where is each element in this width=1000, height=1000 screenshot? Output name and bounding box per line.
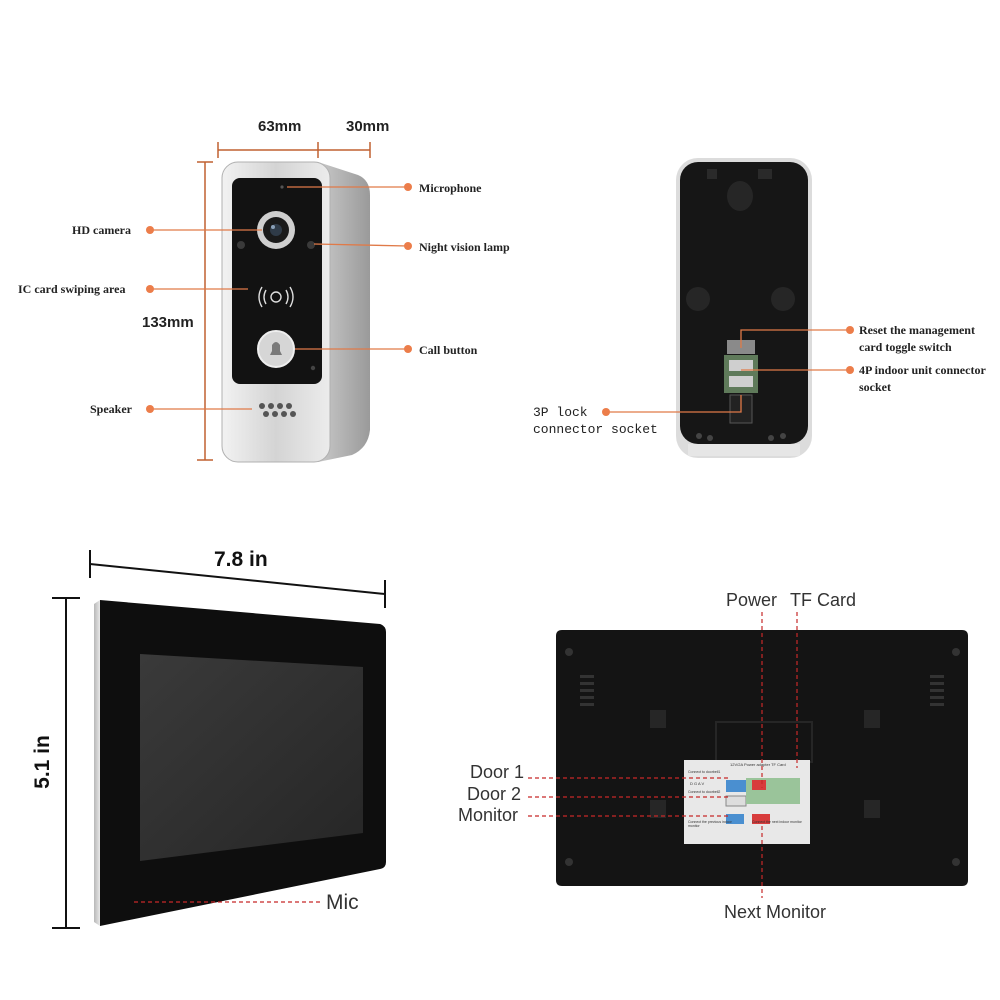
indicator-led-icon: [310, 365, 316, 371]
doorbell-height-label: 133mm: [142, 314, 194, 331]
rfid-icon: [258, 286, 294, 308]
mount-slot-icon: [864, 710, 880, 728]
microphone-hole-icon: [280, 185, 284, 189]
doorbell-back-unit: [602, 158, 854, 458]
monitor-back-housing: [556, 630, 968, 886]
monitor-height-label: 5.1 in: [31, 735, 54, 789]
call-button-label: Call button: [419, 343, 478, 357]
monitor-back-callout-lines: [528, 612, 798, 898]
lock-3p-label-line2: connector socket: [533, 422, 658, 437]
monitor-screen: [140, 654, 363, 861]
door1-label: Door 1: [470, 762, 525, 782]
mounting-hole-icon: [771, 287, 795, 311]
monitor-front-unit: [52, 550, 386, 929]
board-row1-text: Connect to doorbell1: [688, 770, 721, 774]
microphone-label: Microphone: [419, 181, 482, 195]
door2-label: Door 2: [467, 784, 522, 804]
vent-slots-icon: [580, 675, 944, 706]
doorbell-width-label: 63mm: [258, 118, 302, 135]
mount-slot-icon: [864, 800, 880, 818]
speaker-grille-icon: [259, 403, 296, 417]
reset-switch-label-line1: Reset the management: [859, 323, 975, 337]
board-bottom-right-text: Connect the next indoor monitor: [752, 820, 802, 824]
night-vision-led-icon: [237, 241, 245, 249]
mounting-hole-icon: [686, 287, 710, 311]
monitor-back-unit: [528, 612, 968, 898]
camera-glare: [271, 225, 275, 229]
doorbell-front-unit: [146, 142, 412, 463]
monitor-width-label: 7.8 in: [214, 548, 268, 571]
doorbell-side: [318, 162, 370, 462]
board-row2-text: Connect to doorbell2: [688, 790, 721, 794]
next-monitor-label: Next Monitor: [724, 902, 827, 922]
monitor-label: Monitor: [458, 805, 519, 825]
mic-label: Mic: [326, 891, 359, 914]
connector-4p-label-line2: socket: [859, 380, 891, 394]
doorbell-depth-label: 30mm: [346, 118, 390, 135]
hd-camera-label: HD camera: [72, 223, 131, 237]
doorbell-back-callout-dots: [602, 326, 854, 416]
bell-icon: [270, 342, 282, 355]
speaker-label: Speaker: [90, 402, 132, 416]
doorbell-back-callout-lines: [606, 329, 850, 413]
board-pins-text: D G A V: [690, 781, 705, 786]
reset-switch-label-line2: card toggle switch: [859, 340, 952, 354]
board-bottom-left-text: Connect the previous indoor monitor: [688, 820, 732, 828]
night-vision-led-icon: [307, 241, 315, 249]
mount-slot-icon: [650, 710, 666, 728]
power-label: Power: [726, 590, 778, 610]
mounting-hole-icon: [727, 181, 753, 211]
mount-slot-icon: [650, 800, 666, 818]
connector-4p-label-line1: 4P indoor unit connector: [859, 363, 986, 377]
lock-3p-label-line1: 3P lock: [533, 405, 588, 420]
doorbell-back-plate: [680, 162, 808, 444]
ic-card-label: IC card swiping area: [18, 282, 126, 296]
board-header-text: 12V/2A Power adapter TF Card: [730, 762, 786, 767]
doorbell-front-callout-dots: [146, 183, 412, 413]
doorbell-front-callout-lines: [150, 186, 409, 410]
monitor-silver-edge: [94, 600, 100, 926]
monitor-width-dimension-line: [89, 563, 386, 595]
night-vision-label: Night vision lamp: [419, 240, 510, 254]
tf-card-label: TF Card: [790, 590, 857, 610]
